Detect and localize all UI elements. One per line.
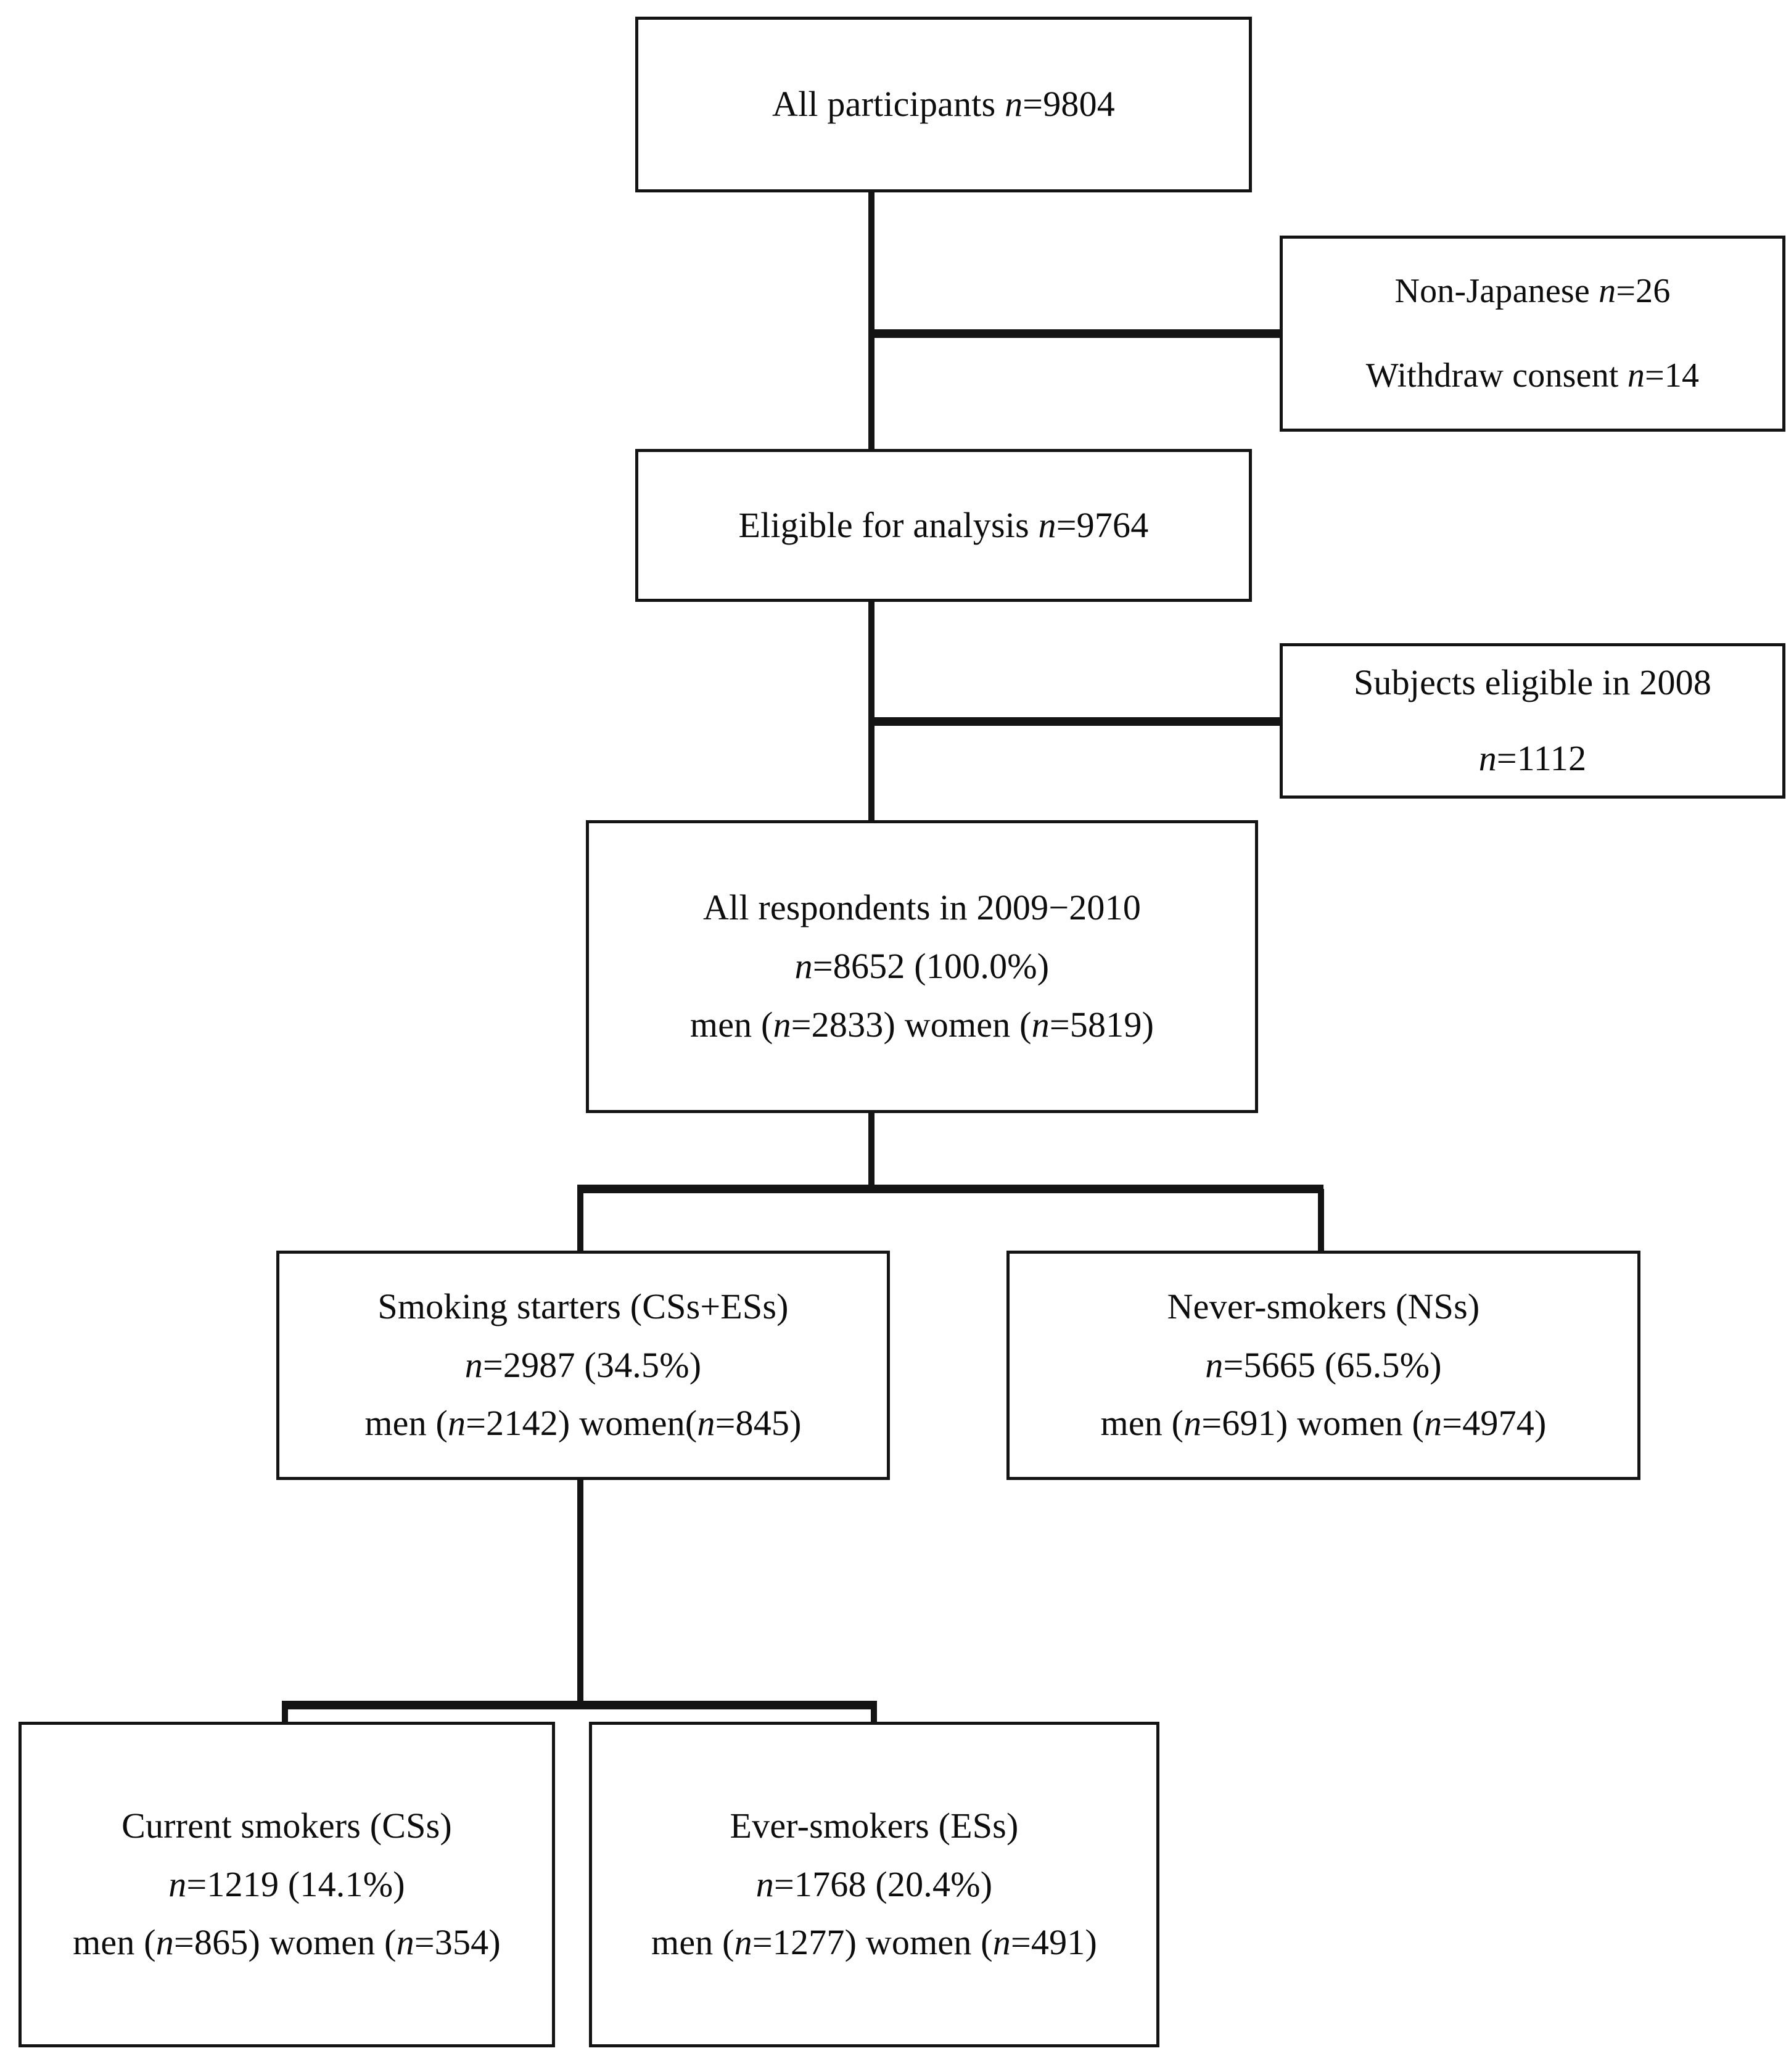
node-eligible-line-1: Eligible for analysis n=9764	[738, 504, 1149, 545]
exclusion-reason-non-japanese: Non-Japanese n=26	[1394, 273, 1670, 310]
node-never-smokers: Never-smokers (NSs) n=5665 (65.5%) men (…	[1006, 1251, 1640, 1480]
text-segment: =1768 (20.4%)	[773, 1864, 993, 1904]
node-current-smokers: Current smokers (CSs) n=1219 (14.1%) men…	[19, 1722, 555, 2047]
italic-n: n	[1038, 504, 1056, 545]
italic-n: n	[155, 1922, 174, 1963]
text-segment: =865) women (	[173, 1922, 397, 1963]
node-ever-smokers-count: n=1768 (20.4%)	[755, 1864, 993, 1904]
text-segment: =1277) women (	[752, 1922, 993, 1963]
node-all-participants-line-1: All participants n=9804	[772, 84, 1115, 125]
text-segment: men (	[651, 1922, 735, 1963]
italic-n: n	[773, 1004, 791, 1045]
node-all-participants: All participants n=9804	[635, 17, 1252, 192]
text-segment: =2987 (34.5%)	[482, 1344, 702, 1385]
text-segment: =5665 (65.5%)	[1223, 1344, 1442, 1385]
node-ever-smokers-sex-breakdown: men (n=1277) women (n=491)	[651, 1922, 1097, 1963]
node-current-smokers-label: Current smokers (CSs)	[121, 1805, 452, 1846]
text-segment: =2142) women(	[466, 1403, 698, 1444]
italic-n: n	[697, 1403, 715, 1444]
exclusion-count-subjects-eligible-2008: n=1112	[1478, 738, 1587, 778]
node-respondents-label: All respondents in 2009−2010	[702, 887, 1142, 928]
italic-n: n	[1599, 272, 1616, 311]
text-segment: Eligible for analysis	[738, 504, 1039, 545]
text-segment: =2833) women (	[791, 1004, 1032, 1045]
text-segment: =354)	[414, 1922, 501, 1963]
italic-n: n	[464, 1344, 483, 1385]
italic-n: n	[448, 1403, 466, 1444]
text-segment: =491)	[1010, 1922, 1097, 1963]
italic-n: n	[1424, 1403, 1442, 1444]
italic-n: n	[1031, 1004, 1050, 1045]
node-exclusion-non-japanese-withdraw: Non-Japanese n=26 Withdraw consent n=14	[1280, 236, 1785, 432]
text-segment: men (	[689, 1004, 773, 1045]
text-segment: Non-Japanese	[1394, 272, 1599, 311]
italic-n: n	[1627, 356, 1645, 395]
node-all-respondents: All respondents in 2009−2010 n=8652 (100…	[586, 820, 1258, 1113]
node-smoking-starters: Smoking starters (CSs+ESs) n=2987 (34.5%…	[276, 1251, 890, 1480]
text-segment: =691) women (	[1201, 1403, 1425, 1444]
text-segment: =845)	[715, 1403, 802, 1444]
exclusion-reason-withdraw-consent: Withdraw consent n=14	[1366, 358, 1700, 394]
text-segment: men (	[364, 1403, 448, 1444]
italic-n: n	[734, 1922, 752, 1963]
text-segment: =1219 (14.1%)	[186, 1864, 405, 1904]
node-smoking-starters-label: Smoking starters (CSs+ESs)	[377, 1286, 789, 1326]
text-segment: =4974)	[1442, 1403, 1547, 1444]
italic-n: n	[992, 1922, 1011, 1963]
node-never-smokers-count: n=5665 (65.5%)	[1205, 1344, 1442, 1385]
node-never-smokers-sex-breakdown: men (n=691) women (n=4974)	[1100, 1403, 1547, 1444]
text-segment: men (	[73, 1922, 156, 1963]
node-ever-smokers: Ever-smokers (ESs) n=1768 (20.4%) men (n…	[589, 1722, 1159, 2047]
italic-n: n	[794, 946, 813, 987]
text-segment: =14	[1645, 356, 1700, 395]
text-segment: =8652 (100.0%)	[812, 946, 1050, 987]
node-eligible-for-analysis: Eligible for analysis n=9764	[635, 449, 1252, 602]
text-segment: =5819)	[1049, 1004, 1154, 1045]
text-segment: =1112	[1496, 738, 1587, 778]
node-current-smokers-sex-breakdown: men (n=865) women (n=354)	[73, 1922, 501, 1963]
italic-n: n	[396, 1922, 414, 1963]
node-respondents-count: n=8652 (100.0%)	[794, 946, 1050, 987]
node-never-smokers-label: Never-smokers (NSs)	[1167, 1286, 1480, 1326]
exclusion-label-subjects-eligible-2008: Subjects eligible in 2008	[1353, 662, 1712, 703]
node-ever-smokers-label: Ever-smokers (ESs)	[730, 1805, 1019, 1846]
text-segment: =9804	[1023, 84, 1115, 125]
node-smoking-starters-sex-breakdown: men (n=2142) women(n=845)	[364, 1403, 802, 1444]
text-segment: All participants	[772, 84, 1005, 125]
italic-n: n	[1205, 1344, 1224, 1385]
node-smoking-starters-count: n=2987 (34.5%)	[464, 1344, 702, 1385]
italic-n: n	[1478, 738, 1497, 778]
text-segment: =9764	[1056, 504, 1149, 545]
node-respondents-sex-breakdown: men (n=2833) women (n=5819)	[690, 1006, 1154, 1044]
italic-n: n	[755, 1864, 774, 1904]
node-current-smokers-count: n=1219 (14.1%)	[168, 1864, 405, 1904]
italic-n: n	[1183, 1403, 1202, 1444]
text-segment: Withdraw consent	[1365, 356, 1628, 395]
node-exclusion-subjects-eligible-2008: Subjects eligible in 2008 n=1112	[1280, 643, 1785, 799]
italic-n: n	[168, 1864, 187, 1904]
italic-n: n	[1005, 84, 1023, 125]
text-segment: =26	[1616, 272, 1671, 311]
text-segment: men (	[1100, 1403, 1184, 1444]
